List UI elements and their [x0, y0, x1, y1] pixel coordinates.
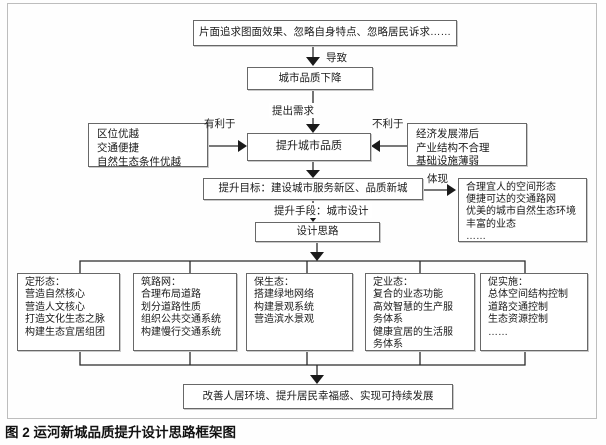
node-disadvantages: 经济发展滞后 产业结构不合理 基础设施薄弱 [407, 123, 527, 167]
node-strategy-ecology: 保生态： 搭建绿地网络 构建景观系统 营造滨水景观 [246, 273, 353, 351]
edge-label-demand: 提出需求 [269, 103, 317, 118]
node-strategy-implementation: 促实施： 总体空间结构控制 道路交通控制 生态资源控制 …… [480, 273, 588, 351]
connector-merge-bar [79, 351, 526, 366]
node-strategy-road-network: 筑路网： 合理布局道路 划分道路性质 组织公共交通系统 构建慢行交通系统 [133, 273, 237, 351]
node-strategy-industry: 定业态： 复合的业态功能 高效智慧的生产服 务体系 健康宜居的生活服 务体系 [365, 273, 475, 351]
connector-problem-decline [306, 46, 320, 66]
figure-border [7, 3, 597, 419]
node-design-thinking: 设计思路 [255, 222, 380, 242]
connector-branch-bar [79, 260, 526, 273]
edge-label-unfavorable: 不利于 [372, 118, 404, 130]
connector-disadvantages-core [371, 140, 407, 152]
figure-caption: 图 2 运河新城品质提升设计思路框架图 [5, 425, 237, 440]
node-quality-decline: 城市品质下降 [247, 67, 373, 90]
node-problem: 片面追求图面效果、忽略自身特点、忽略居民诉求…… [193, 20, 457, 46]
node-advantages: 区位优越 交通便捷 自然生态条件优越 [88, 123, 208, 168]
connector-advantages-core [208, 140, 247, 152]
connector-core-goal [306, 161, 320, 178]
node-outcome: 改善人居环境、提升居民幸福感、实现可持续发展 [183, 384, 453, 409]
edge-label-cause: 导致 [326, 52, 347, 64]
node-strategy-form: 定形态： 营造自然核心 营造人文核心 打造文化生态之脉 构建生态宜居组团 [17, 273, 120, 351]
edge-label-favorable: 有利于 [204, 118, 236, 130]
connector-merge-outcome [310, 365, 324, 384]
connector-design-branch [310, 242, 324, 261]
edge-label-reflect: 体现 [427, 173, 448, 185]
connector-goal-features [423, 184, 456, 196]
node-target-features: 合理宜人的空间形态 便捷可达的交通路网 优美的城市自然生态环境 丰富的业态 …… [458, 178, 587, 242]
edge-label-means: 提升手段：城市设计 [271, 203, 372, 218]
node-goal: 提升目标：建设城市服务新区、品质新城 [203, 178, 423, 200]
node-improve-quality: 提升城市品质 [247, 133, 371, 161]
